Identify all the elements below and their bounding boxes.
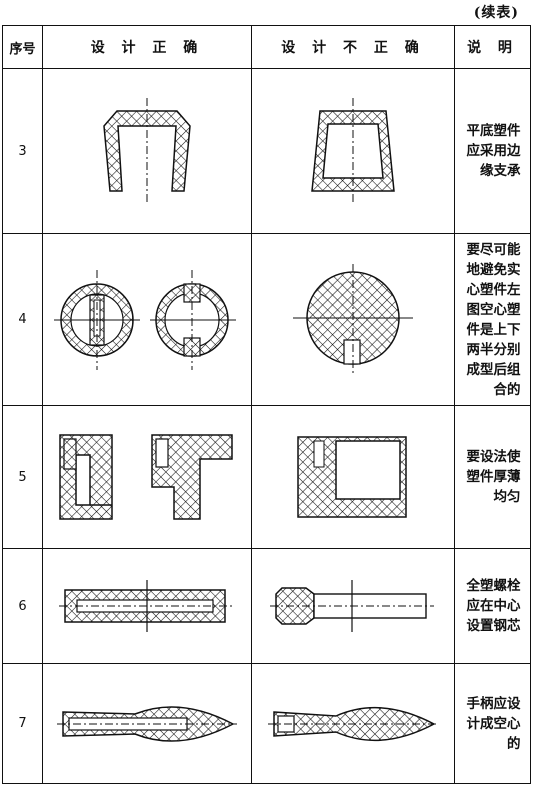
incorrect-figure-cell — [251, 233, 455, 406]
solid-handle-figure — [267, 706, 438, 741]
header-correct: 设 计 正 确 — [42, 25, 252, 69]
table-row: 5 要设法使塑件厚薄均匀 — [2, 405, 531, 549]
correct-figure-cell — [42, 548, 252, 664]
uniform-wall-figures — [59, 434, 233, 520]
hollow-handle-figure — [56, 705, 237, 742]
note-text: 平底塑件应采用边缘支承 — [466, 123, 521, 179]
header-incorrect: 设 计 不 正 确 — [251, 25, 455, 69]
cup-edge-support-figure — [103, 98, 191, 204]
note-text: 要尽可能地避免实心塑件左图空心塑件是上下两半分别成型后组合的 — [466, 241, 521, 398]
continued-label: (续表) — [473, 5, 519, 21]
header-row: 序号 设 计 正 确 设 计 不 正 确 说 明 — [2, 25, 531, 69]
correct-figure-cell — [42, 233, 252, 406]
row-number: 6 — [2, 548, 43, 664]
note-text: 要设法使塑件厚薄均匀 — [466, 449, 521, 505]
header-no: 序号 — [2, 25, 43, 69]
header-note: 说 明 — [454, 25, 531, 69]
correct-figure-cell — [42, 68, 252, 234]
row-number: 4 — [2, 233, 43, 406]
bolt-with-core-figure — [59, 580, 233, 632]
correct-figure-cell — [42, 405, 252, 549]
table-row: 6 全塑螺栓应在中心设置钢芯 — [2, 548, 531, 664]
note-text: 全塑螺栓应在中心设置钢芯 — [466, 578, 521, 634]
solid-plastic-bolt-figure — [270, 580, 434, 632]
table-row: 4 要尽 — [2, 233, 531, 406]
incorrect-figure-cell — [251, 548, 455, 664]
incorrect-figure-cell — [251, 663, 455, 784]
design-comparison-table: 序号 设 计 正 确 设 计 不 正 确 说 明 3 平底塑件应采用边缘支承 4 — [2, 25, 531, 784]
hollow-sphere-figures — [54, 269, 236, 370]
correct-figure-cell — [42, 663, 252, 784]
thick-wall-figure — [297, 436, 407, 518]
cup-flat-bottom-figure — [311, 98, 395, 204]
table-row: 3 平底塑件应采用边缘支承 — [2, 68, 531, 234]
note-text: 手柄应设计成空心的 — [466, 695, 521, 752]
row-number: 3 — [2, 68, 43, 234]
solid-sphere-figure — [293, 263, 413, 374]
incorrect-figure-cell — [251, 68, 455, 234]
table-row: 7 手柄应设计成空心的 — [2, 663, 531, 784]
row-number: 5 — [2, 405, 43, 549]
incorrect-figure-cell — [251, 405, 455, 549]
row-number: 7 — [2, 663, 43, 784]
